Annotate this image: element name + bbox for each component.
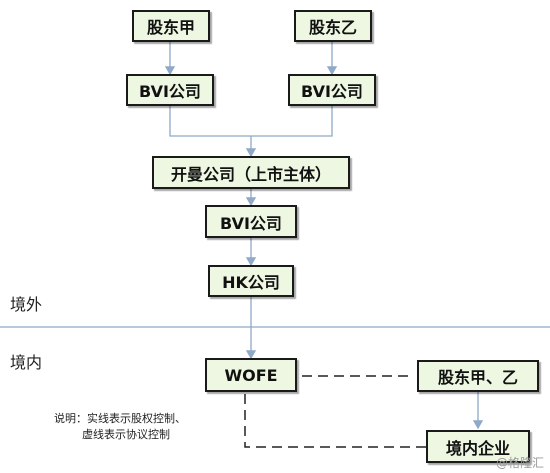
dashed-wofe-to-enterprise <box>244 394 426 448</box>
legend-note-line-1: 说明：实线表示股权控制、 <box>54 412 186 425</box>
merge-bvi-to-cayman <box>169 106 333 137</box>
node-wofe: WOFE <box>205 358 297 392</box>
region-label-onshore: 境内 <box>10 353 43 372</box>
legend-note: 说明：实线表示股权控制、 虚线表示协议控制 <box>54 411 186 443</box>
node-shareholder-b: 股东乙 <box>294 10 372 42</box>
node-shareholder-a: 股东甲 <box>132 10 210 42</box>
legend-note-line-2: 虚线表示协议控制 <box>82 428 170 441</box>
node-domestic-shareholders: 股东甲、乙 <box>417 360 539 392</box>
node-bvi-mid: BVI公司 <box>205 205 297 238</box>
watermark: @格隆汇 <box>495 456 544 470</box>
node-domestic-enterprise: 境内企业 <box>426 430 530 463</box>
region-label-offshore: 境外 <box>10 295 43 314</box>
node-hk: HK公司 <box>208 265 294 297</box>
node-bvi-a: BVI公司 <box>126 74 214 106</box>
node-cayman-listed-entity: 开曼公司（上市主体） <box>152 156 350 189</box>
node-bvi-b: BVI公司 <box>288 74 376 106</box>
